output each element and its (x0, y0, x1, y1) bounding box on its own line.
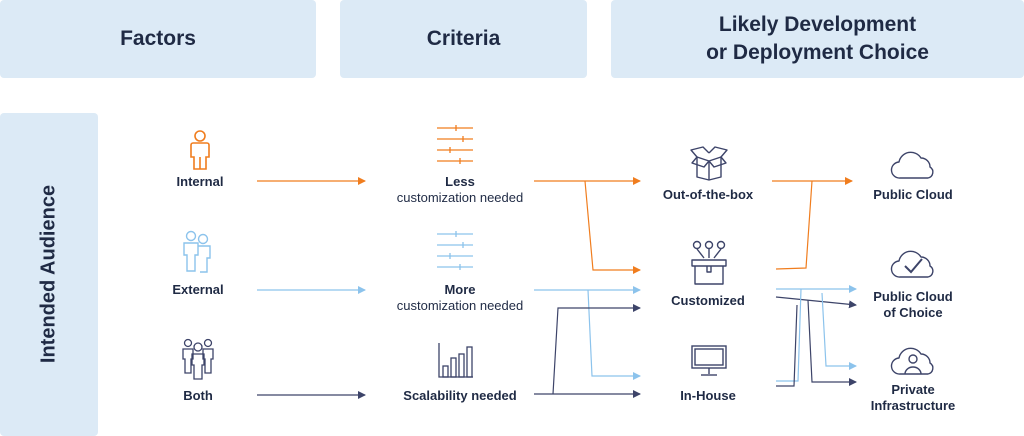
criteria-less-line1: Less (445, 174, 475, 189)
sliders-icon (437, 125, 473, 164)
choice-customized: Customized (671, 293, 745, 308)
person-icon (190, 130, 210, 170)
choice-in-house: In-House (680, 388, 736, 403)
cloud-check-icon (890, 250, 934, 278)
arrow-customized-private-2 (807, 299, 857, 386)
deploy-private-line1: Private (891, 382, 935, 397)
factor-external: External (172, 282, 224, 297)
factor-both: Both (183, 388, 213, 403)
two-people-icon (183, 230, 211, 273)
header-criteria: Criteria (340, 0, 587, 78)
criteria-more-line1: More (444, 282, 476, 297)
monitor-icon (691, 345, 727, 376)
arrow-inhouse-choice-2 (776, 304, 798, 387)
header-choice-line1: Likely Development (718, 13, 917, 36)
arrow-more-inhouse (587, 289, 641, 380)
deploy-public-choice: Public Cloud of Choice (858, 289, 968, 321)
header-criteria-label: Criteria (426, 27, 501, 50)
deploy-public-choice-line1: Public Cloud (873, 289, 953, 304)
arrow-inhouse-choice-1 (776, 288, 802, 382)
deploy-private: Private Infrastructure (858, 382, 968, 414)
criteria-scalability: Scalability needed (403, 388, 517, 403)
side-panel (0, 113, 98, 436)
cloud-person-icon (890, 347, 934, 375)
deploy-public-cloud: Public Cloud (873, 187, 953, 202)
header-factors: Factors (0, 0, 316, 78)
arrow-scalability-customized (552, 304, 641, 395)
open-box-icon (690, 146, 728, 181)
sliders-icon (437, 231, 473, 270)
criteria-less-line2: customization needed (396, 190, 524, 205)
arrow-customized-choice-2 (775, 296, 857, 309)
deploy-private-line2: Infrastructure (870, 398, 956, 413)
bar-chart-icon (438, 343, 473, 378)
arrow-customized-publiccloud (775, 180, 813, 270)
custom-box-icon (691, 240, 727, 285)
factor-internal: Internal (176, 174, 224, 189)
criteria-more: More customization needed (380, 282, 540, 314)
header-choice-line2: or Deployment Choice (706, 41, 929, 64)
header-choice: Likely Development or Deployment Choice (611, 0, 1024, 78)
arrow-less-customized (584, 180, 641, 274)
criteria-more-line2: customization needed (396, 298, 524, 313)
header-factors-label: Factors (120, 27, 196, 50)
group-icon (182, 338, 214, 380)
arrow-customized-private (821, 292, 857, 370)
cloud-icon (890, 151, 934, 179)
criteria-less: Less customization needed (380, 174, 540, 206)
deploy-public-choice-line2: of Choice (883, 305, 943, 320)
choice-out-of-box: Out-of-the-box (662, 187, 754, 202)
